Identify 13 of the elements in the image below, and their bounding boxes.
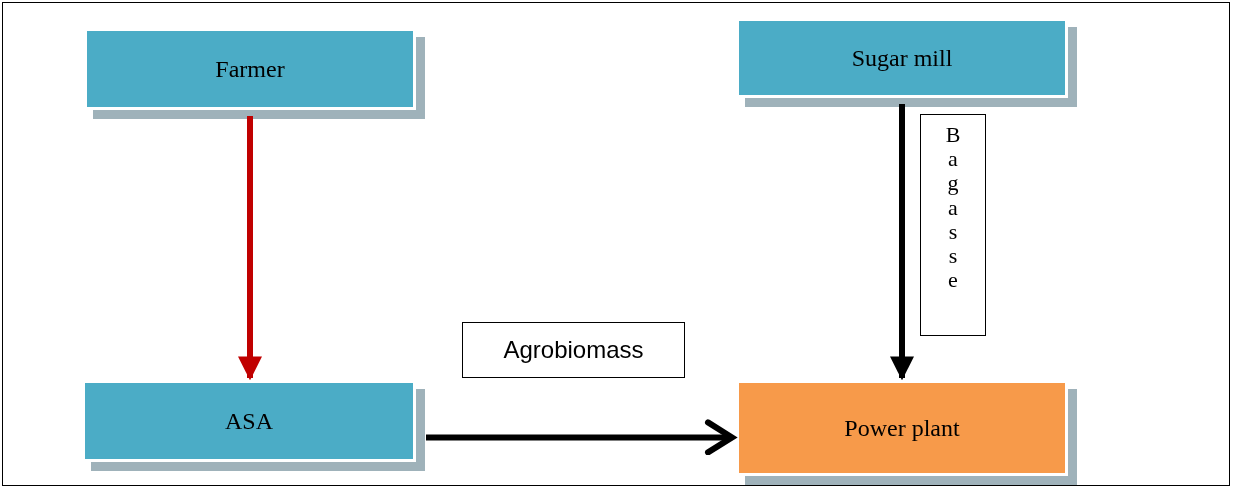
node-label: Sugar mill [851,44,953,73]
arrow [890,104,914,381]
node-label: ASA [225,407,273,436]
process-box [736,380,1068,476]
arrow [238,116,262,381]
process-box [736,18,1068,98]
arrow [426,419,735,456]
node-label: Power plant [844,414,960,443]
node-label: Farmer [215,55,285,84]
process-box [82,380,416,462]
edge-label: Bagasse [920,114,986,336]
process-box [84,28,416,110]
edge-label: Agrobiomass [462,322,685,378]
